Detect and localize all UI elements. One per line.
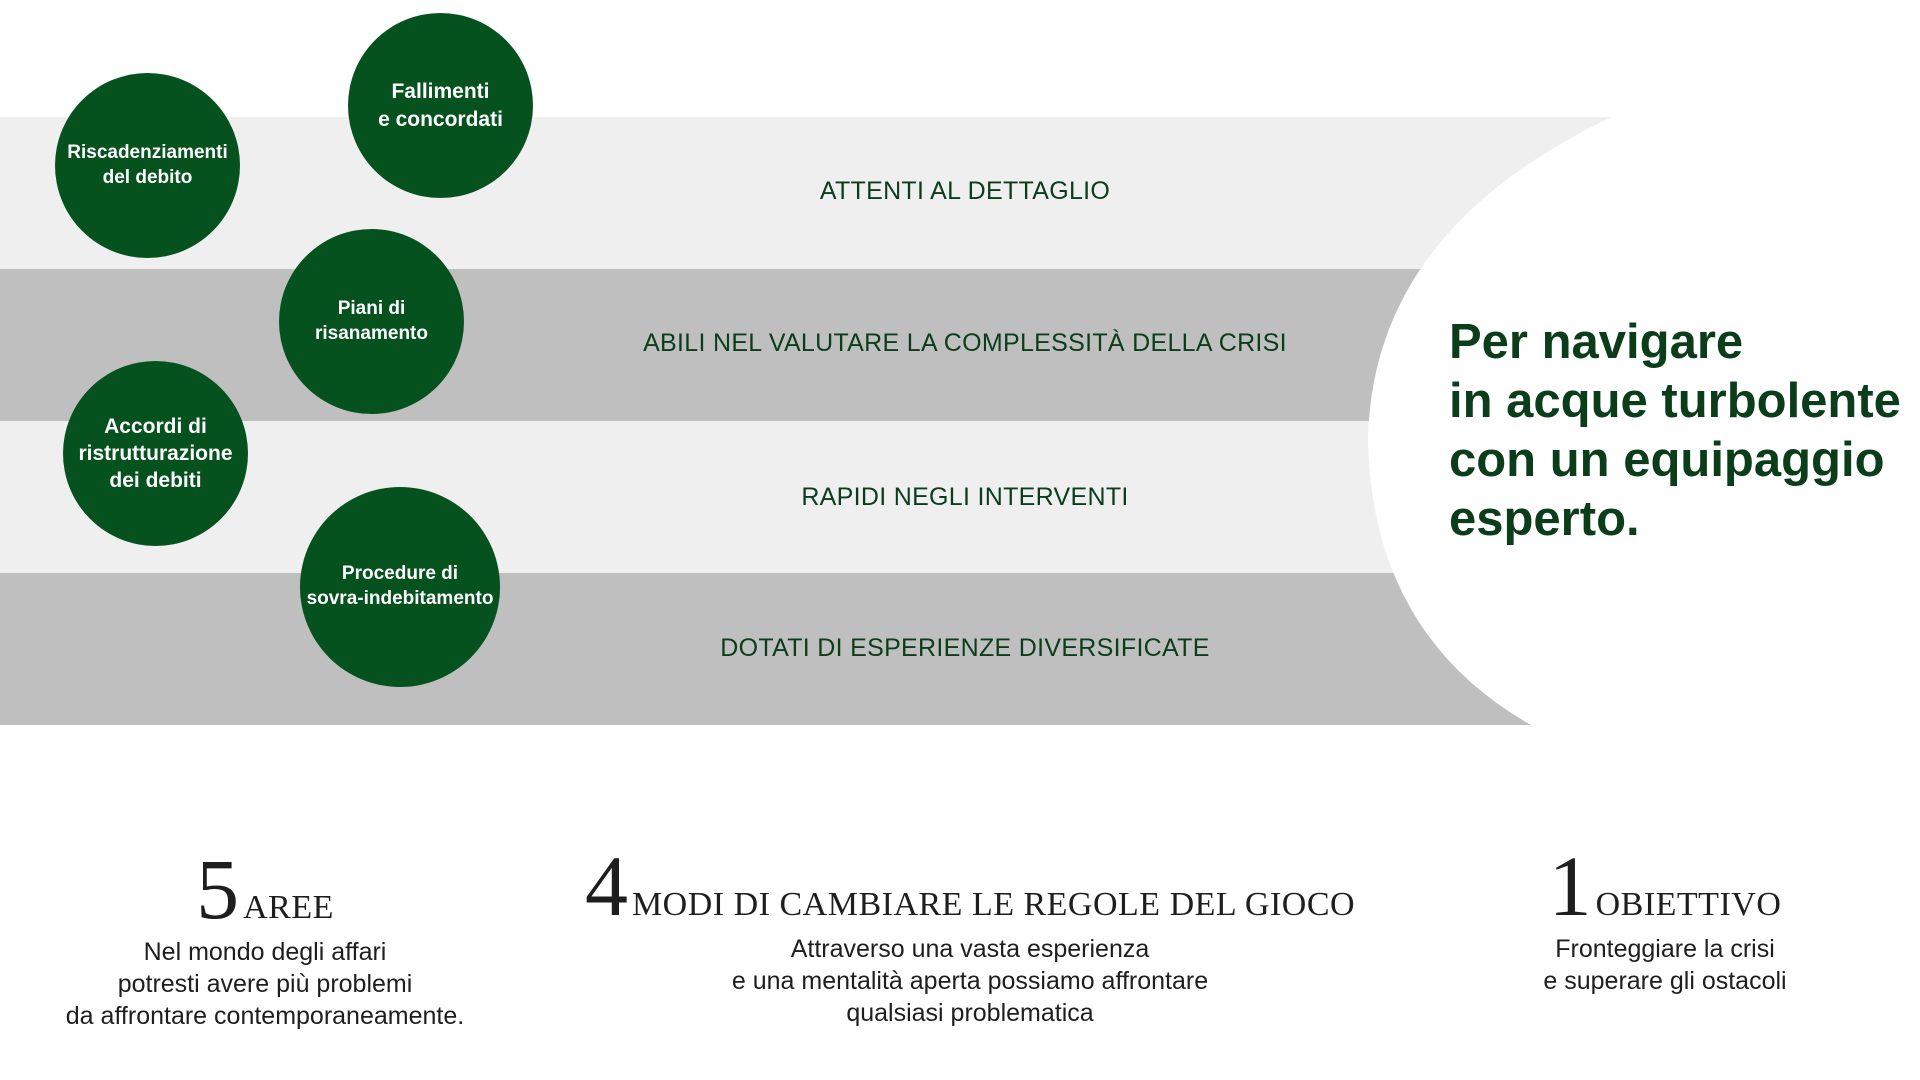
stat-areas: 5 AREE Nel mondo degli affari potresti a…	[30, 846, 500, 1032]
circle-fallimenti: Fallimenti e concordati	[348, 13, 533, 198]
circle-piani: Piani di risanamento	[279, 229, 464, 414]
band-label-experience: DOTATI DI ESPERIENZE DIVERSIFICATE	[720, 634, 1210, 662]
stat-description: Nel mondo degli affari potresti avere pi…	[65, 938, 465, 1030]
stat-goal: 1 OBIETTIVO Fronteggiare la crisi e supe…	[1500, 843, 1830, 997]
stat-description: Fronteggiare la crisi e superare gli ost…	[1543, 935, 1787, 995]
stat-heading: 1 OBIETTIVO	[1500, 843, 1830, 929]
stat-label: MODI DI CAMBIARE LE REGOLE DEL GIOCO	[631, 886, 1356, 923]
circle-label: Accordi di ristrutturazione dei debiti	[78, 414, 233, 493]
stat-heading: 4 MODI DI CAMBIARE LE REGOLE DEL GIOCO	[580, 843, 1360, 929]
circle-label: Piani di risanamento	[315, 297, 428, 344]
stat-ways: 4 MODI DI CAMBIARE LE REGOLE DEL GIOCO A…	[580, 843, 1360, 1029]
stat-number: 5	[196, 841, 240, 937]
stat-heading: 5 AREE	[30, 846, 500, 932]
stat-number: 4	[584, 838, 628, 934]
circle-label: Procedure di sovra-indebitamento	[306, 563, 494, 609]
circle-label: Riscadenziamenti del debito	[67, 141, 228, 188]
circle-procedure: Procedure di sovra-indebitamento	[300, 487, 500, 687]
stat-number: 1	[1548, 838, 1592, 934]
stat-label: OBIETTIVO	[1595, 886, 1782, 923]
circle-riscadenziamenti: Riscadenziamenti del debito	[55, 73, 240, 258]
stat-description: Attraverso una vasta esperienza e una me…	[731, 935, 1209, 1027]
band-label-complexity: ABILI NEL VALUTARE LA COMPLESSITÀ DELLA …	[643, 329, 1287, 357]
headline: Per navigare in acque turbolente con un …	[1449, 315, 1901, 546]
stat-label: AREE	[243, 889, 334, 926]
band-label-speed: RAPIDI NEGLI INTERVENTI	[801, 483, 1129, 511]
band-label-attention: ATTENTI AL DETTAGLIO	[819, 177, 1111, 205]
circle-accordi: Accordi di ristrutturazione dei debiti	[63, 361, 248, 546]
circle-label: Fallimenti e concordati	[378, 80, 503, 131]
